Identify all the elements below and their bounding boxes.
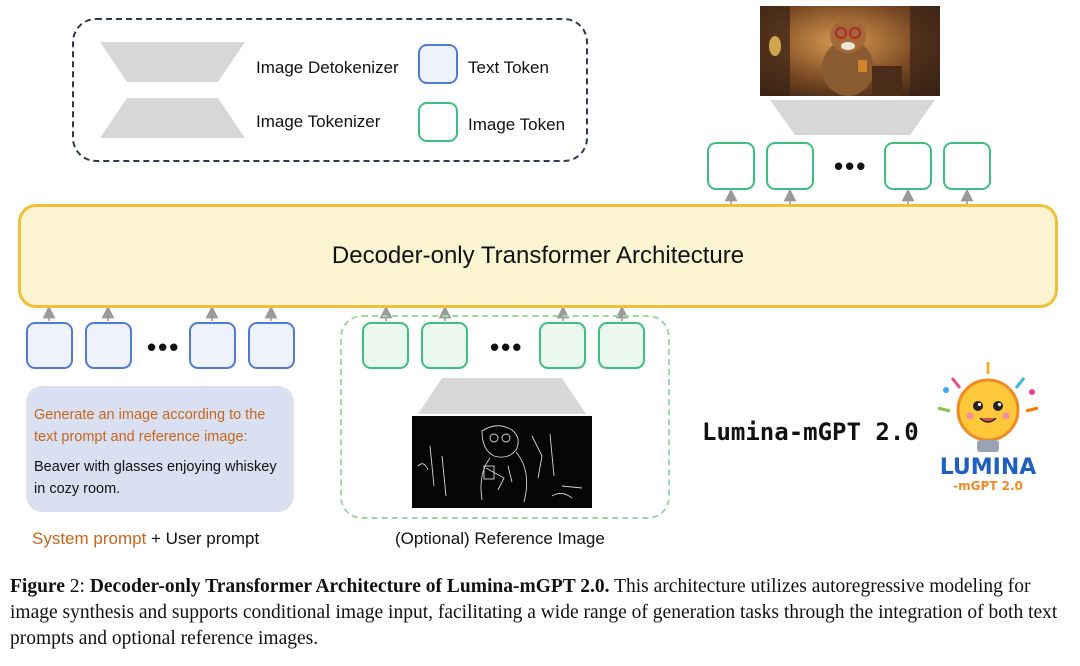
lumina-logo: LUMINA -mGPT 2.0 [937,362,1039,493]
image-detokenizer [770,100,935,135]
legend-text-token-label: Text Token [468,58,549,77]
system-prompt-text: Generate an image according to the text … [34,407,266,445]
legend-detokenizer-label: Image Detokenizer [256,58,399,77]
output-token-ellipsis: ••• [834,151,868,181]
reference-image-box [340,315,670,519]
logo-sub: -mGPT 2.0 [953,479,1023,493]
image-token-ellipsis: ••• [490,332,524,362]
legend-tokenizer-label: Image Tokenizer [256,112,381,131]
figure-title: Decoder-only Transformer Architecture of… [89,576,610,597]
reference-image-label: (Optional) Reference Image [395,529,605,548]
user-prompt-label: + User prompt [146,529,260,548]
reference-image [412,416,592,508]
figure-caption: Figure 2: Decoder-only Transformer Archi… [10,574,1072,652]
transformer-block: Decoder-only Transformer Architecture [18,204,1058,308]
input-text-token [248,322,295,369]
input-text-token [189,322,236,369]
input-text-token [26,322,73,369]
legend-image-token [418,102,458,142]
prompt-caption: System prompt + User prompt [32,529,259,549]
logo-word: LUMINA [940,455,1037,480]
brand-title: Lumina-mGPT 2.0 [702,418,919,446]
legend-image-token-label: Image Token [468,115,566,134]
figure-number: 2: [69,576,85,597]
text-token-ellipsis: ••• [147,332,181,362]
system-prompt-label: System prompt [32,529,147,548]
legend-box [72,18,588,162]
figure-body: This architecture utilizes autoregressiv… [10,576,1058,649]
input-image-token [362,322,409,369]
generated-image [760,6,940,96]
user-prompt-text: Beaver with glasses enjoying whiskey in … [34,459,277,497]
input-image-token [421,322,468,369]
transformer-label: Decoder-only Transformer Architecture [331,242,745,269]
output-image-token [707,142,755,190]
detokenizer-shape [100,42,245,82]
figure-label: Figure [10,576,65,597]
output-image-token [884,142,932,190]
image-tokenizer [418,378,586,414]
tokenizer-shape [100,98,245,138]
input-image-token [539,322,586,369]
prompt-box [26,386,294,512]
output-image-token [766,142,814,190]
input-image-token [598,322,645,369]
legend-text-token [418,44,458,84]
input-text-token [85,322,132,369]
